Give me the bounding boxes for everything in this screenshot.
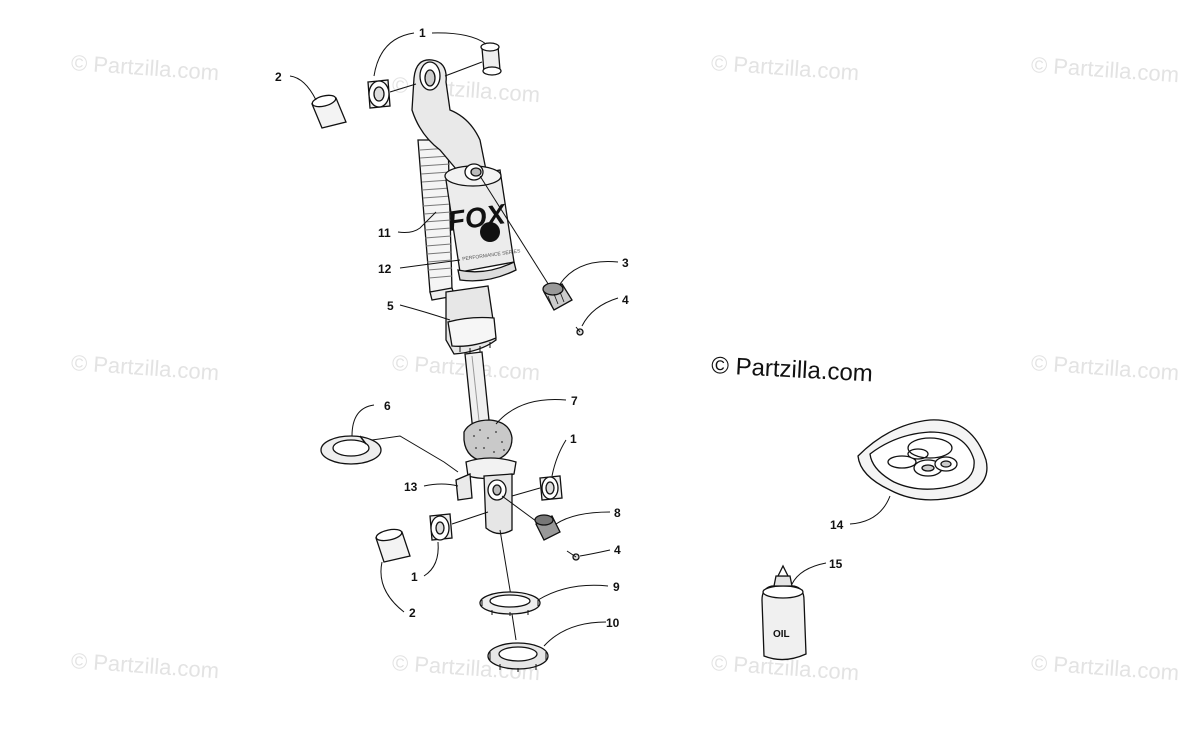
callout-15: 15 — [829, 557, 843, 571]
seal-kit — [857, 419, 988, 501]
lower-bushing-right — [539, 475, 563, 501]
spring-retainer — [320, 435, 382, 465]
spring-coils — [417, 139, 453, 293]
callout-2-top: 2 — [275, 70, 282, 84]
callout-1-top: 1 — [419, 26, 426, 40]
callout-leaders — [289, 32, 891, 647]
callout-13: 13 — [404, 480, 418, 494]
lock-ring-upper — [479, 591, 541, 616]
callout-4-bottom: 4 — [614, 543, 621, 557]
callout-6: 6 — [384, 399, 391, 413]
callout-5: 5 — [387, 299, 394, 313]
lower-adjuster-knob — [534, 514, 561, 541]
upper-spacer — [311, 94, 347, 129]
callout-numbers: 1 2 3 4 11 12 5 6 7 1 13 8 4 1 2 9 10 14… — [275, 26, 844, 630]
shock-absorber: FOX PERFORMANCE SERIES — [411, 59, 521, 535]
oil-bottle: OIL — [761, 564, 807, 661]
callout-14: 14 — [830, 518, 844, 532]
callout-1-mid: 1 — [570, 432, 577, 446]
lower-spacer — [375, 528, 411, 563]
callout-11: 11 — [378, 226, 391, 240]
lock-ring-lower — [487, 642, 549, 672]
callout-10: 10 — [606, 616, 620, 630]
callout-8: 8 — [614, 506, 621, 520]
upper-bushing-left — [367, 79, 391, 109]
callout-7: 7 — [571, 394, 578, 408]
upper-bushing-right — [480, 42, 502, 76]
lower-bushing-left — [429, 513, 453, 541]
upper-adjuster-knob — [542, 282, 573, 311]
callout-3: 3 — [622, 256, 629, 270]
callout-2-low: 2 — [409, 606, 416, 620]
callout-4-top: 4 — [622, 293, 629, 307]
upper-screw — [575, 326, 584, 336]
callout-12: 12 — [378, 262, 392, 276]
callout-9: 9 — [613, 580, 620, 594]
oil-bottle-label: OIL — [773, 629, 790, 640]
callout-1-low: 1 — [411, 570, 418, 584]
lower-screw — [566, 550, 580, 561]
